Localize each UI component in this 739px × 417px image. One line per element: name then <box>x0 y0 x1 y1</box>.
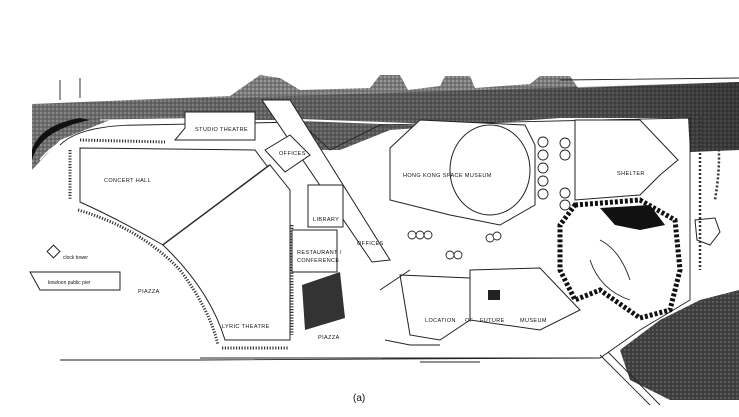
label-piazza-bottom: PIAZZA <box>318 335 340 341</box>
label-piazza-left: PIAZZA <box>138 289 160 295</box>
label-studio-theatre: STUDIO THEATRE <box>195 127 248 133</box>
label-conference: CONFERENCE <box>297 258 340 264</box>
restaurant-block <box>291 229 338 273</box>
planetarium-dome <box>449 124 531 216</box>
label-future: FUTURE <box>480 318 505 324</box>
label-clock-tower: clock tower <box>63 255 88 261</box>
label-pier: kowloon public pier <box>48 280 91 286</box>
pier-outline <box>29 271 121 291</box>
label-museum: MUSEUM <box>520 318 547 324</box>
label-library: LIBRARY <box>313 217 339 223</box>
studio-theatre-block <box>173 111 256 141</box>
library-block <box>307 184 344 228</box>
label-concert-hall: CONCERT HALL <box>104 178 151 184</box>
figure-caption: (a) <box>353 393 366 404</box>
future-museum-site <box>399 274 471 341</box>
label-location: LOCATION <box>425 318 456 324</box>
stair-ramp <box>302 272 345 330</box>
label-offices-top: OFFICES <box>279 151 306 157</box>
label-restaurant: RESTAURANT / <box>297 250 342 256</box>
label-offices-mid: OFFICES <box>357 241 384 247</box>
offices-top-block <box>264 134 311 173</box>
label-space-museum: HONG KONG SPACE MUSEUM <box>403 173 492 179</box>
road-area-lower <box>620 290 739 400</box>
access-road <box>599 351 661 406</box>
clock-tower-symbol <box>46 244 61 259</box>
trees <box>407 136 571 260</box>
lyric-theatre <box>162 164 291 341</box>
label-shelter: SHELTER <box>617 171 645 177</box>
site-boundary <box>59 117 691 361</box>
label-lyric-theatre: LYRIC THEATRE <box>222 324 270 330</box>
shelter-block <box>574 119 679 201</box>
label-of: OF <box>465 318 474 324</box>
